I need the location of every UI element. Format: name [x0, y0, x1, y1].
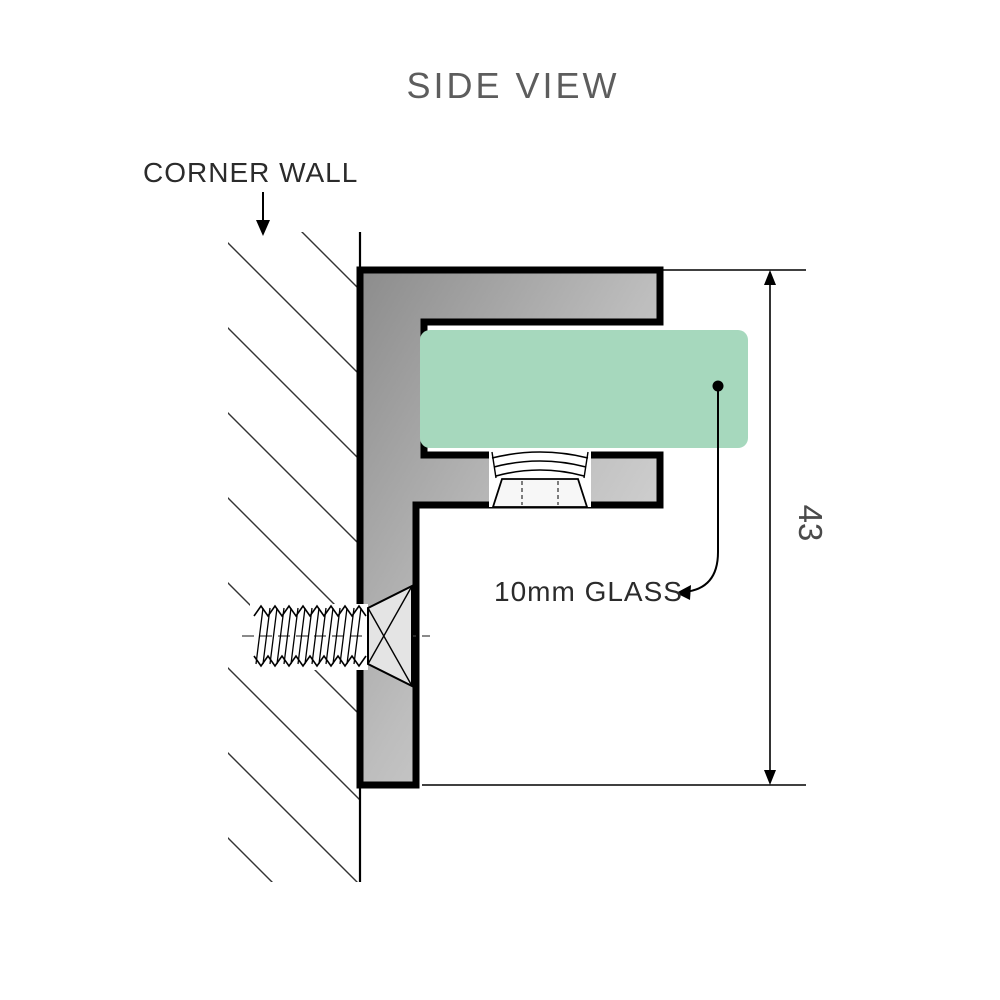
- glass-callout-dot: [712, 380, 724, 392]
- glass-label: 10mm GLASS: [494, 576, 683, 607]
- glass-leader-line: [683, 391, 719, 593]
- wall-hatching: [228, 232, 361, 882]
- glass-panel: [420, 330, 748, 448]
- wall-screw: [242, 584, 430, 688]
- dimension-arrow-top: [764, 270, 776, 285]
- wall-bracket: [356, 266, 664, 789]
- corner-wall-label: CORNER WALL: [143, 157, 358, 188]
- dimension-arrow-bottom: [764, 770, 776, 785]
- dimension-43: 43: [422, 269, 829, 786]
- diagram-title: SIDE VIEW: [406, 65, 619, 106]
- glass-callout: 10mm GLASS: [494, 380, 724, 607]
- glass-leader-arrowhead: [676, 585, 691, 600]
- corner-wall-arrow: [256, 192, 270, 236]
- dimension-label: 43: [792, 505, 829, 542]
- grub-screw: [489, 450, 591, 508]
